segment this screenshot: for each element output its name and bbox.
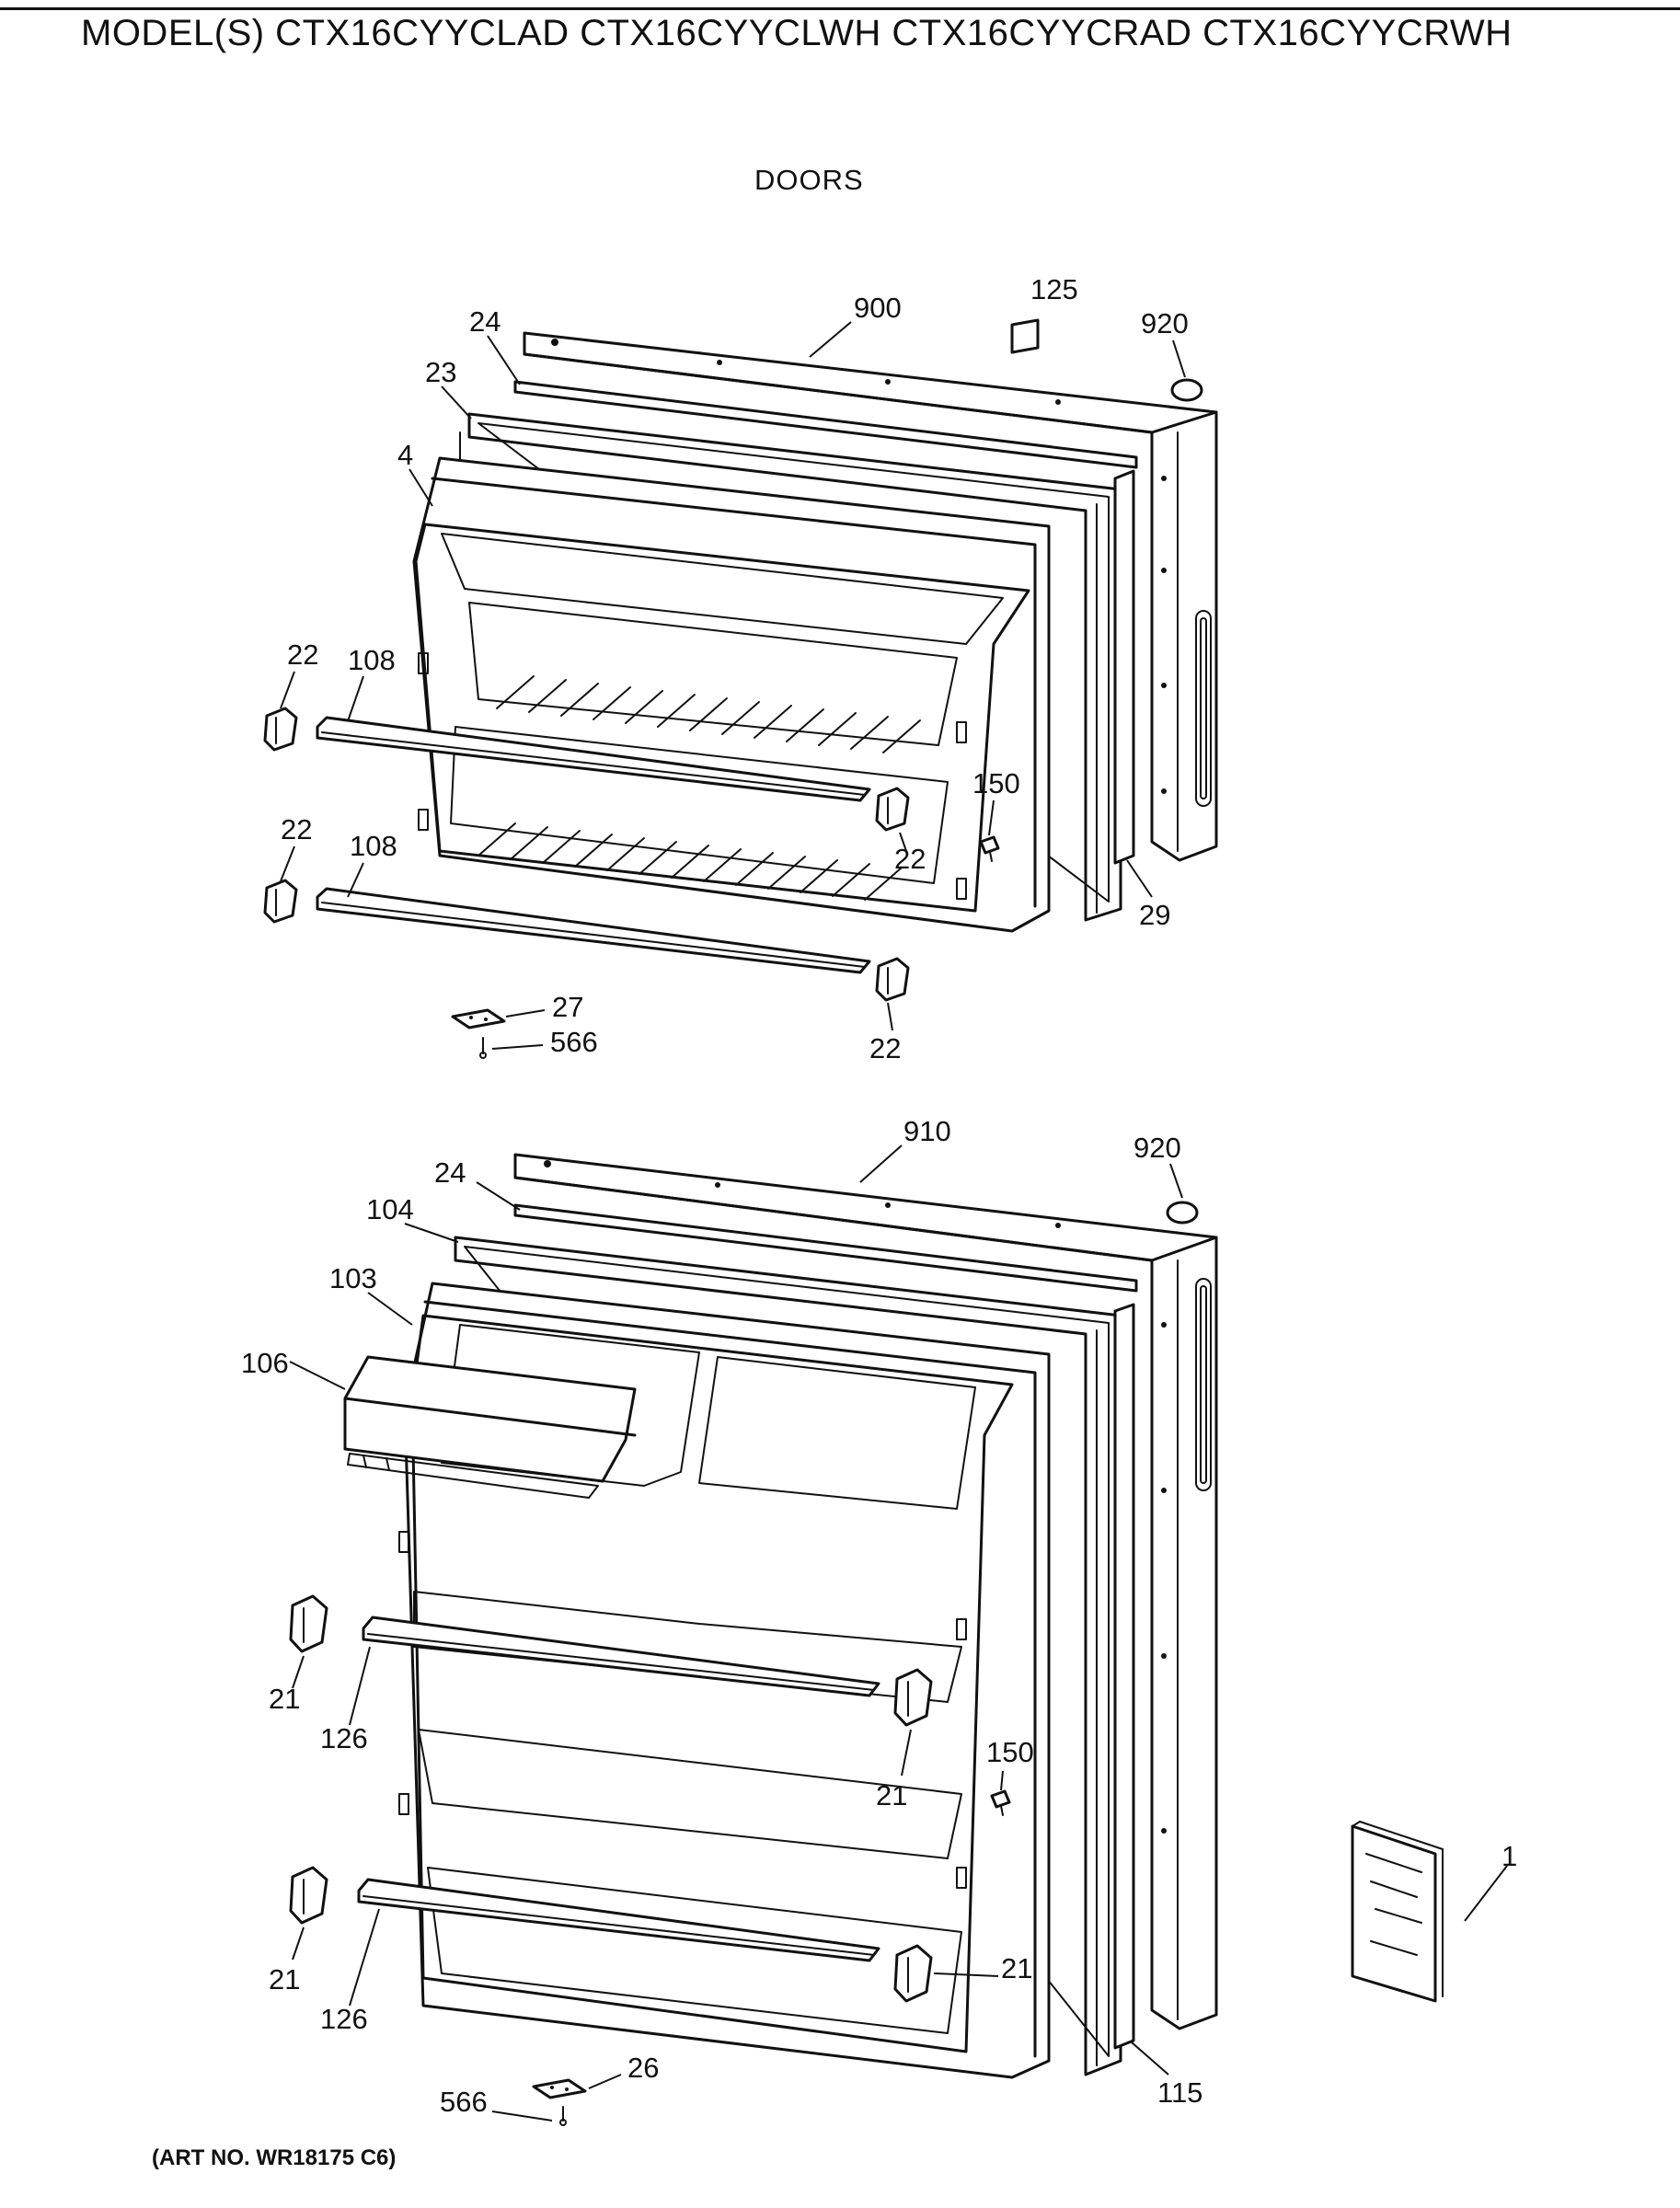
freezer-door-assembly [263, 318, 1218, 1059]
label-22-right-upper: 22 [894, 843, 926, 875]
part-900-freezer-door-panel [523, 331, 1218, 862]
part-108-freezer-shelf-bar-upper [316, 716, 871, 802]
part-106-dairy-compartment [343, 1355, 637, 1499]
leader-lines [280, 321, 1508, 2122]
label-22-left-lower: 22 [281, 813, 312, 845]
label-106: 106 [241, 1347, 289, 1379]
part-24-fresh-food-top-strip [513, 1203, 1138, 1293]
part-150-screw-freezer [979, 835, 1000, 862]
part-125-plug [1010, 318, 1040, 354]
part-21-shelf-clip-right-upper [893, 1668, 933, 1727]
label-920-freezer: 920 [1141, 307, 1189, 339]
freezer-part-labels: 900 125 920 24 23 4 22 108 22 108 150 22… [281, 273, 1189, 1064]
section-title: DOORS [754, 164, 864, 196]
fresh-food-part-labels: 910 920 24 104 103 106 21 126 150 21 21 … [241, 1115, 1517, 2118]
page-title: MODEL(S) CTX16CYYCLAD CTX16CYYCLWH CTX16… [81, 13, 1513, 53]
label-910: 910 [903, 1115, 951, 1147]
label-126-lower: 126 [320, 2003, 368, 2035]
part-27-hinge-plate [451, 1008, 506, 1029]
label-900: 900 [854, 292, 902, 324]
part-910-fresh-food-door-panel [513, 1153, 1218, 2030]
freezer-shelf-ribs-upper [496, 675, 921, 753]
label-24-freezer: 24 [469, 305, 501, 338]
label-566-fresh-food: 566 [440, 2086, 488, 2118]
freezer-shelf-ribs-lower [478, 822, 903, 901]
art-number: (ART NO. WR18175 C6) [152, 2145, 397, 2170]
part-22-shelf-clip-right-upper [875, 787, 910, 832]
label-26: 26 [627, 2052, 659, 2084]
label-4: 4 [397, 439, 413, 471]
label-21-left-lower: 21 [269, 1963, 300, 1995]
label-22-right-lower: 22 [869, 1032, 901, 1064]
part-26-hinge-plate [532, 2078, 587, 2099]
part-29-freezer-side-strip [1113, 469, 1135, 865]
label-108-lower: 108 [350, 830, 397, 862]
label-126-upper: 126 [320, 1722, 368, 1754]
label-150-fresh-food: 150 [986, 1736, 1034, 1768]
label-103: 103 [329, 1262, 377, 1294]
fresh-food-door-assembly [289, 1153, 1444, 2126]
label-27: 27 [552, 991, 583, 1023]
label-21-right-lower: 21 [1001, 1952, 1032, 1984]
part-150-screw-fresh-food [990, 1789, 1011, 1816]
label-1: 1 [1502, 1840, 1517, 1872]
part-566-screw-fresh-food [559, 2106, 567, 2126]
part-22-shelf-clip-left-upper [263, 707, 298, 752]
label-24-fresh-food: 24 [434, 1156, 466, 1189]
label-29: 29 [1139, 899, 1170, 931]
part-21-shelf-clip-right-lower [893, 1944, 933, 2003]
label-150-freezer: 150 [972, 767, 1020, 799]
label-108-upper: 108 [348, 644, 396, 676]
part-115-fresh-food-side-strip [1113, 1303, 1135, 2050]
part-126-fresh-food-shelf-bar-upper [362, 1616, 880, 1697]
label-566-freezer: 566 [550, 1026, 598, 1058]
part-126-fresh-food-shelf-bar-lower [357, 1878, 880, 1962]
part-22-shelf-clip-left-lower [263, 879, 298, 924]
part-1-instruction-booklet [1351, 1821, 1444, 2003]
part-566-screw-freezer [479, 1037, 487, 1059]
part-21-shelf-clip-left-lower [289, 1866, 328, 1925]
part-920-cap-freezer [1170, 378, 1203, 402]
label-23: 23 [425, 356, 456, 388]
part-22-shelf-clip-right-lower [875, 957, 910, 1002]
label-21-left-upper: 21 [269, 1683, 300, 1715]
part-24-freezer-top-strip [513, 380, 1138, 469]
label-920-fresh-food: 920 [1133, 1132, 1181, 1164]
part-4-freezer-door-liner [412, 456, 1051, 933]
part-108-freezer-shelf-bar-lower [316, 887, 871, 974]
part-21-shelf-clip-left-upper [289, 1594, 328, 1653]
header-rule [0, 7, 1680, 10]
label-104: 104 [366, 1193, 414, 1225]
label-21-right-upper: 21 [876, 1779, 907, 1811]
label-125: 125 [1030, 273, 1078, 305]
label-22-left-upper: 22 [287, 638, 318, 671]
part-920-cap-fresh-food [1166, 1201, 1199, 1225]
label-115: 115 [1157, 2076, 1202, 2109]
